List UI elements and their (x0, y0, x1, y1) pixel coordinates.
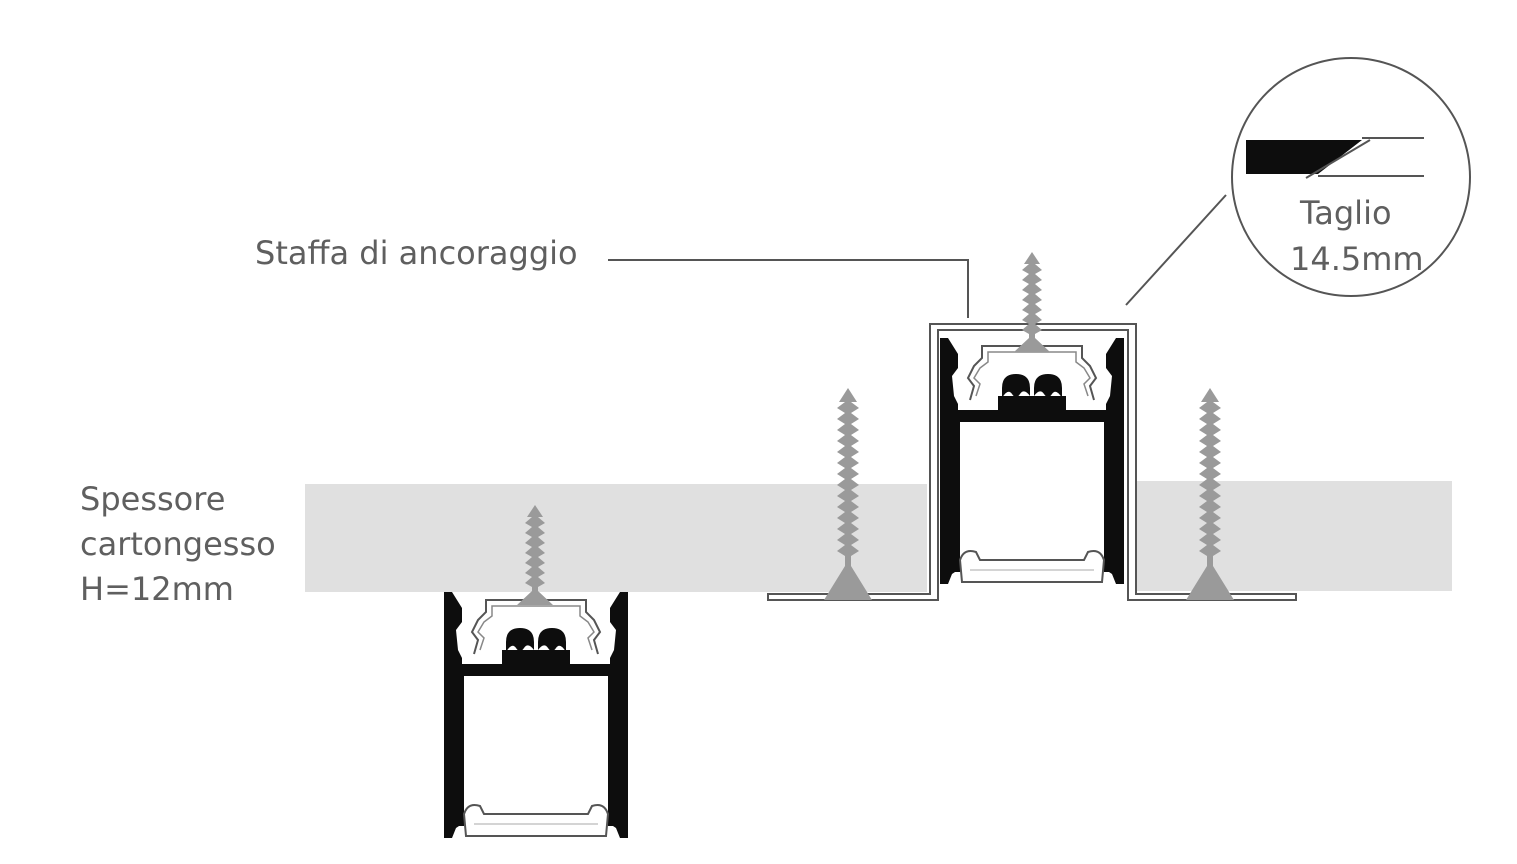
bracket-leader-line (608, 259, 969, 318)
led-profile-left (443, 591, 629, 839)
bracket-flange-left (767, 323, 1297, 601)
cut-detail-bar (1246, 140, 1362, 174)
magnifier-leader-line (1125, 194, 1227, 306)
bracket-label: Staffa di ancoraggio (255, 234, 578, 272)
cut-label-line2: 14.5mm (1290, 240, 1424, 278)
cut-label-line1: Taglio (1299, 194, 1392, 232)
drywall-label-line2: cartongesso (80, 525, 276, 563)
drywall-label-line1: Spessore (80, 480, 225, 518)
cut-detail-magnifier (1231, 57, 1471, 297)
drywall-right (1132, 481, 1452, 591)
drywall-label-line3: H=12mm (80, 570, 234, 608)
led-profile-right (939, 337, 1125, 585)
drywall-left (305, 484, 927, 592)
screw-right-profile (1014, 252, 1050, 352)
